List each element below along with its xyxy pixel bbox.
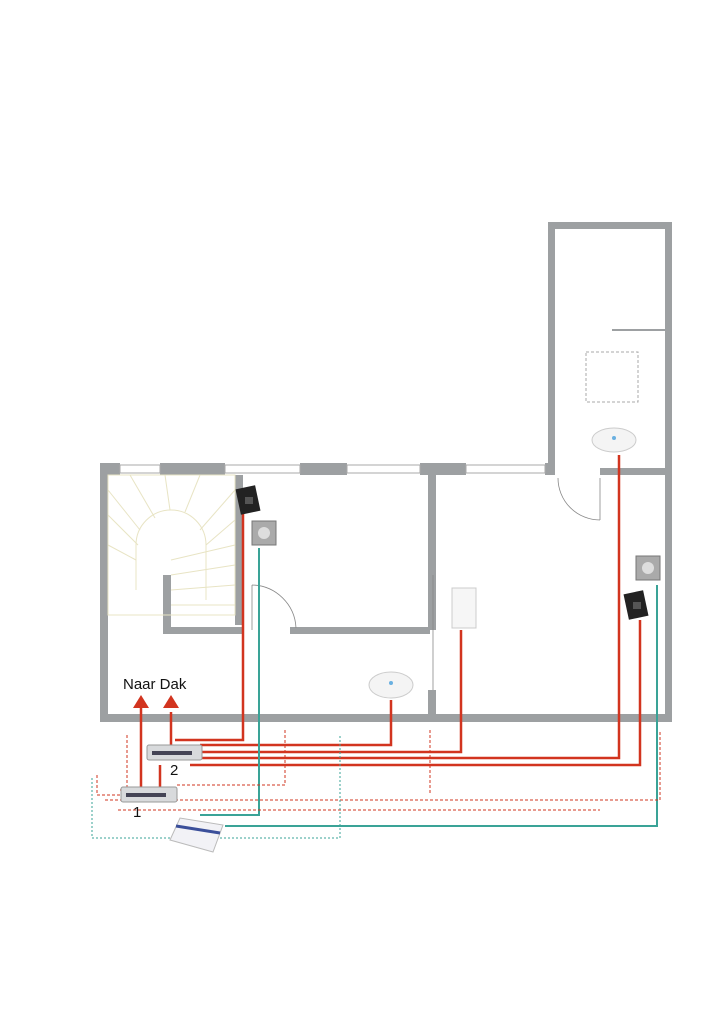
access-point-icon [591,427,637,453]
switch-2-icon [146,744,203,761]
walls [100,222,672,722]
ethernet-cables [139,455,642,790]
network-jack-icon [235,485,261,515]
windows [119,329,665,474]
switch-1-icon [120,786,178,803]
modem-icon [169,817,224,853]
network-jack-icon [623,590,649,620]
coax-cables [200,548,658,827]
access-point-icon [368,671,414,699]
switch-1-label: 1 [133,804,142,821]
doors [251,477,601,690]
meter-box-icon [451,587,477,629]
stairs [107,474,236,616]
switch-2-label: 2 [170,762,179,779]
dashed-ethernet [96,730,661,811]
coax-outlet-icon [635,555,661,581]
coax-outlet-icon [251,520,277,546]
roof-label: Naar Dak [123,676,187,693]
arrow-icons [133,695,179,708]
